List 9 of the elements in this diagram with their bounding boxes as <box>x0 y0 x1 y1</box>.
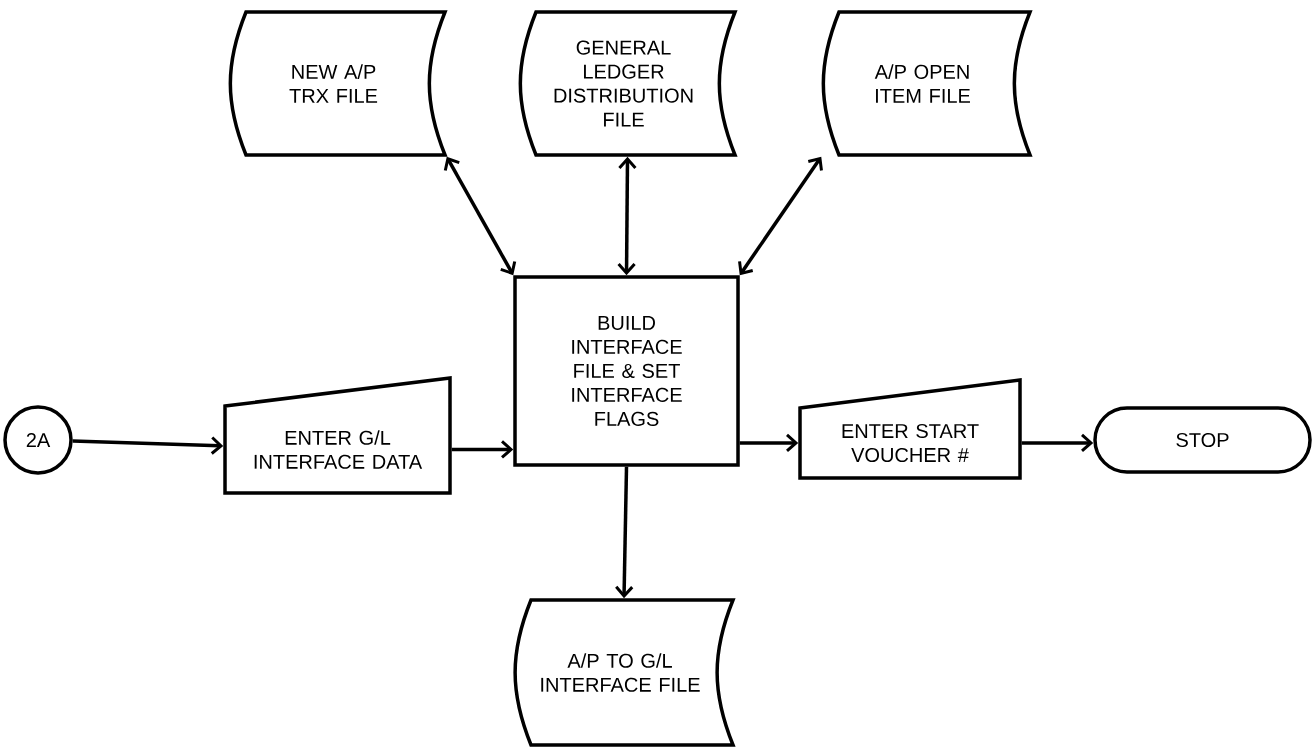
arrow <box>617 156 637 276</box>
arrow <box>1021 433 1094 453</box>
arrow <box>738 156 823 276</box>
process-box: BUILD INTERFACE FILE & SET INTERFACE FLAGS <box>513 275 740 467</box>
arrow <box>739 433 799 453</box>
arrow <box>443 156 517 276</box>
arrow <box>451 440 514 459</box>
arrow <box>72 436 224 455</box>
arrow <box>615 466 634 599</box>
